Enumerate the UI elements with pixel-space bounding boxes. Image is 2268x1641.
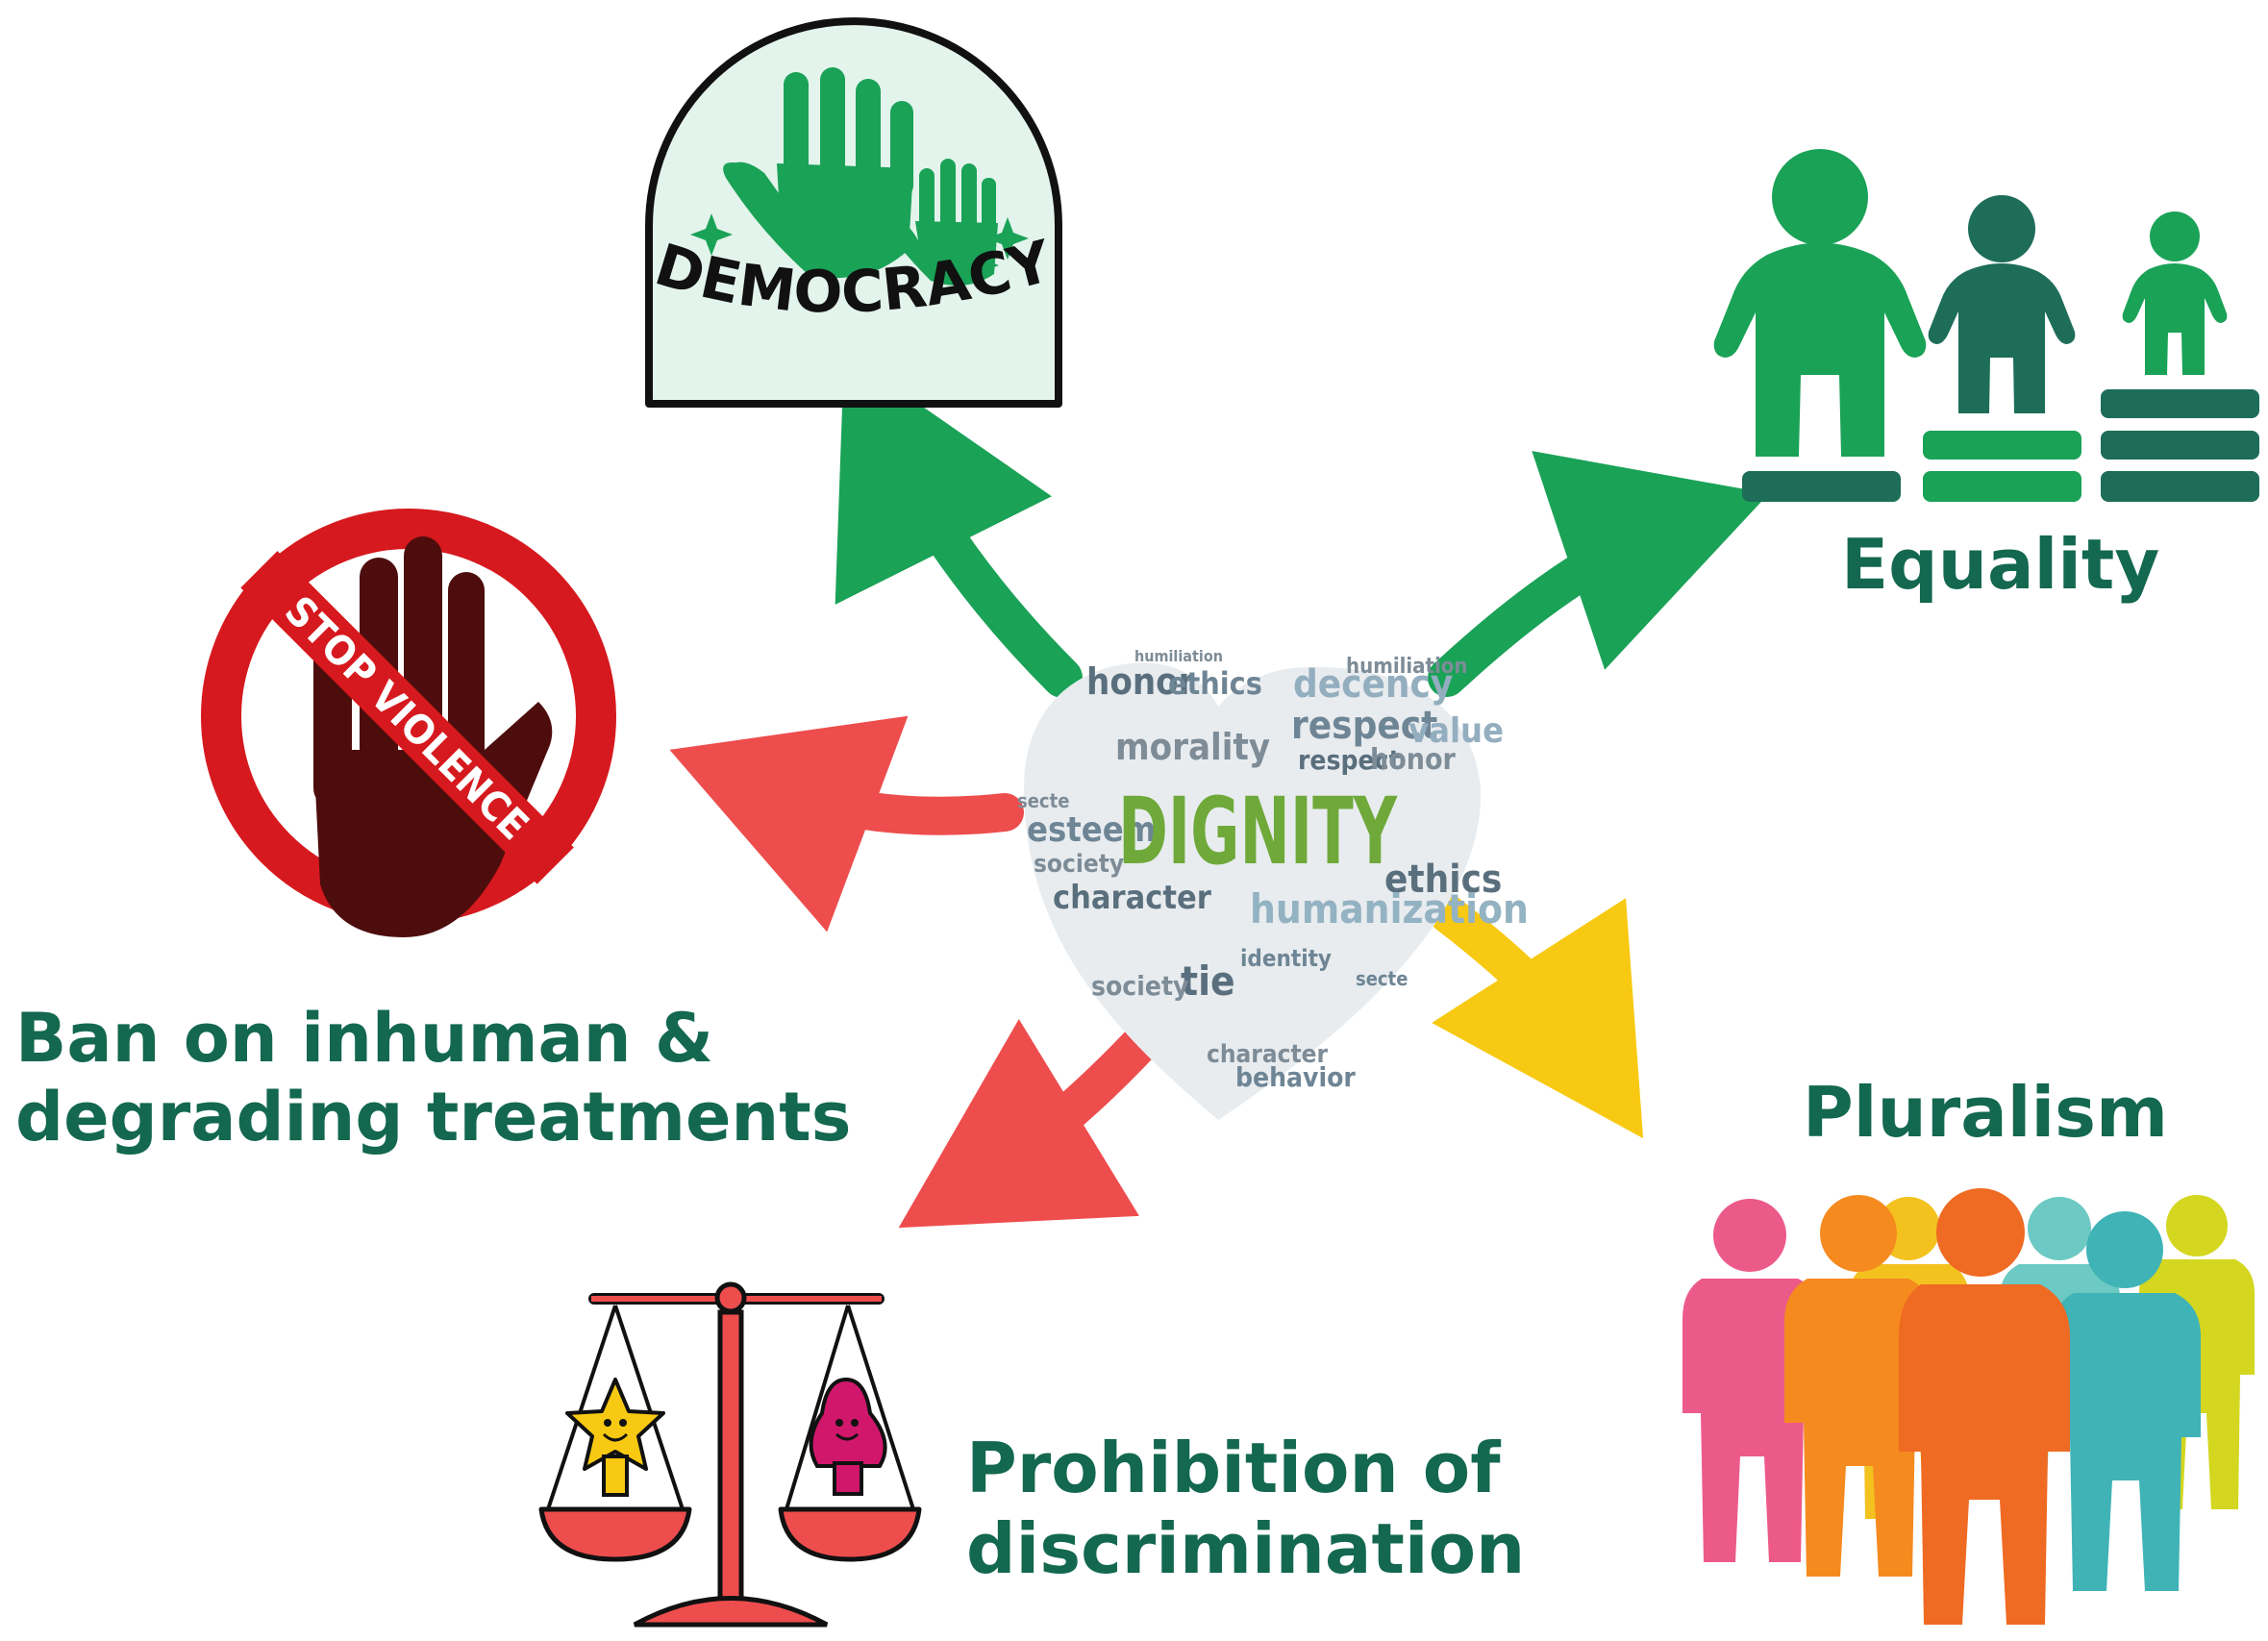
blob-character-icon	[809, 1377, 887, 1496]
prohibition-label-line2: discrimination	[966, 1508, 1526, 1590]
word-honor-2: honor	[1370, 743, 1457, 777]
ban-label-line2: degrading treatments	[15, 1077, 852, 1156]
ban-label-line1: Ban on inhuman &	[15, 999, 714, 1078]
democracy-sign: DEMOCRACY	[645, 17, 1062, 408]
pluralism-people-icon	[1682, 1188, 2255, 1625]
person-orange-left	[1784, 1195, 1934, 1577]
word-secte: secte	[1356, 967, 1408, 990]
prohibition-label-line1: Prohibition of	[966, 1428, 1501, 1508]
word-object: secte	[1017, 789, 1069, 812]
small-raised-hand-icon	[885, 159, 998, 286]
raised-hand-icon	[723, 67, 913, 279]
ban-label: Ban on inhuman & degrading treatments	[15, 999, 852, 1157]
word-value: value	[1408, 711, 1504, 751]
word-respect: respect	[1291, 704, 1437, 748]
word-grace: behavior	[1235, 1061, 1356, 1093]
arrow-to-ban	[669, 715, 1024, 932]
word-society-2: society	[1091, 970, 1188, 1002]
word-ethics: ethics	[1168, 665, 1262, 702]
word-character: character	[1053, 879, 1212, 917]
word-ethics-2: ethics	[1384, 858, 1502, 902]
arrow-to-democracy	[835, 352, 1083, 698]
equality-label: Equality	[1841, 524, 2160, 605]
sparkle-icon	[690, 213, 1029, 279]
arrow-to-pluralism	[1428, 894, 1644, 1139]
word-esteem: esteem	[1027, 810, 1156, 850]
word-society: society	[1034, 850, 1124, 879]
word-morality: morality	[1115, 726, 1270, 768]
arrow-to-prohibition	[898, 1005, 1178, 1229]
pluralism-label: Pluralism	[1803, 1072, 2169, 1153]
person-teal-front	[2051, 1211, 2201, 1591]
stop-violence-sign: STOP VIOLENCE	[201, 509, 616, 937]
word-character-2: character	[1207, 1040, 1329, 1069]
word-honor: honor	[1086, 660, 1195, 703]
dignity-heart: honor ethics decency respect value moral…	[1017, 647, 1529, 1120]
person-orange-front	[1899, 1188, 2070, 1625]
word-tie: tie	[1181, 957, 1235, 1005]
equality-icon	[1713, 149, 2259, 502]
word-decency: decency	[1293, 662, 1453, 707]
word-respect-2: respect	[1298, 744, 1401, 776]
word-humanization: humanization	[1250, 885, 1529, 932]
dignity-title: DIGNITY	[1118, 778, 1398, 885]
word-humiliation: humiliation	[1134, 647, 1223, 665]
balance-scale-icon	[538, 1281, 922, 1628]
star-character-icon	[565, 1378, 665, 1497]
word-behavior: humiliation	[1346, 655, 1467, 679]
prohibition-label: Prohibition of discrimination	[966, 1428, 1525, 1589]
word-identity: identity	[1240, 945, 1332, 972]
arrow-to-equality	[1428, 451, 1769, 697]
